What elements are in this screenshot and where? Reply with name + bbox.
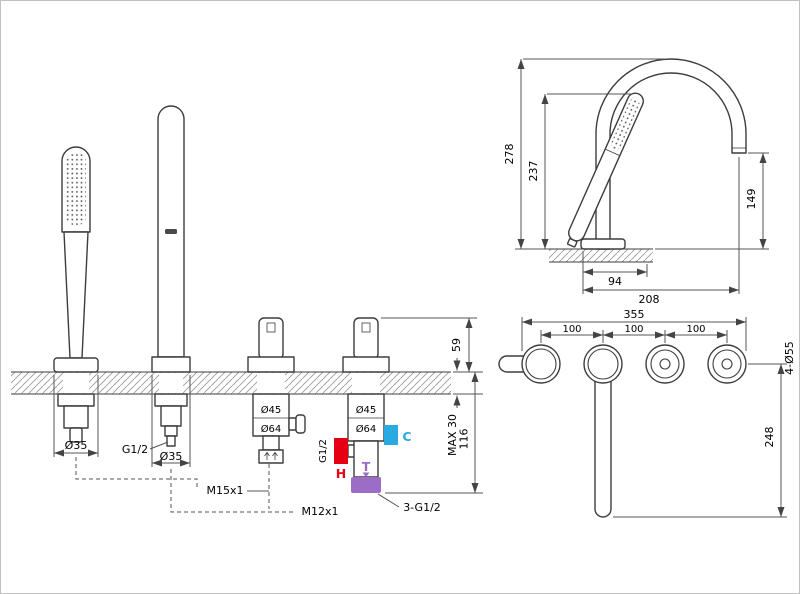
- label-dim-94: 94: [608, 275, 622, 288]
- label-column-diameter: Ø35: [160, 450, 183, 463]
- column-under-body: [160, 405, 182, 427]
- label-dim-100b: 100: [624, 324, 643, 335]
- diverter-body: [252, 393, 290, 437]
- label-dim-149: 149: [745, 189, 758, 210]
- mixer-lower-body: [353, 440, 379, 478]
- mixer-flange: [342, 356, 390, 373]
- label-mixer-d45: Ø45: [356, 404, 377, 416]
- handshower-under-body: [63, 405, 89, 429]
- handshower-side: [566, 92, 644, 248]
- side-dimensions: 278 237 149 94 208: [503, 58, 769, 306]
- top-dimensions: 355 100 100 100 248 4-Ø55: [521, 308, 796, 518]
- label-dim-116: 116: [458, 429, 471, 450]
- diverter-side-cap: [295, 414, 306, 434]
- label-dim-59: 59: [450, 338, 463, 352]
- thread-labels: M15x1 M12x1: [75, 457, 339, 518]
- hose-routing-dashed: [75, 457, 198, 487]
- column-mount-nut: [154, 393, 188, 407]
- hole-circle-4: [707, 344, 747, 384]
- handshower-holder-flange: [53, 357, 99, 373]
- diverter-flange: [247, 356, 295, 373]
- front-view: Ø35 Ø35 G1/2 Ø45 Ø64: [11, 105, 483, 518]
- check-valve-box: [258, 449, 284, 464]
- column-step: [164, 425, 178, 437]
- handle-indicator: [361, 322, 371, 333]
- tub-arrow-icon: [362, 472, 370, 477]
- mixer-handle: [353, 317, 379, 360]
- hole-circle-3: [645, 344, 685, 384]
- label-dim-100c: 100: [686, 324, 705, 335]
- diverter-stem: [262, 435, 280, 451]
- column-flange: [151, 356, 191, 373]
- hot-inlet-box: [334, 438, 348, 464]
- hole-circle-2: [583, 344, 623, 384]
- spout-column-front: [151, 105, 191, 447]
- tub-outlet-box: [351, 477, 381, 493]
- diverter-handle: [258, 317, 284, 360]
- top-view: 355 100 100 100 248 4-Ø55: [498, 308, 796, 518]
- handshower-head-split: [605, 148, 620, 157]
- spout-base-flange: [580, 238, 626, 250]
- bottom-thread-label: 3-G1/2: [377, 493, 441, 514]
- tub-label: T: [362, 459, 371, 474]
- label-diverter-bottom-thread: M15x1: [207, 484, 244, 497]
- mixer-body: [347, 393, 385, 442]
- handshower-mount-nut: [57, 393, 95, 407]
- handle-indicator: [266, 322, 276, 333]
- handshower-hose-stub: [69, 427, 83, 443]
- label-mixer-d64: Ø64: [356, 423, 377, 435]
- label-diverter-d64: Ø64: [261, 423, 282, 435]
- label-bottom-connections: 3-G1/2: [403, 501, 441, 514]
- dim-shower-diameter: Ø35: [53, 375, 99, 457]
- label-mixer-inlet-thread: G1/2: [318, 439, 329, 463]
- deck-cross-section: [11, 371, 451, 395]
- label-diverter-d45: Ø45: [261, 404, 282, 416]
- spout-plan-pipe: [594, 363, 612, 518]
- check-valve-arrows: [264, 451, 278, 460]
- label-dim-237: 237: [527, 161, 540, 182]
- label-shower-diameter: Ø35: [65, 439, 88, 452]
- mixer-valve-front: Ø45 Ø64 G1/2 H C T: [318, 317, 412, 493]
- handshower-tail: [566, 238, 578, 248]
- column-outlet-mark: [165, 229, 177, 234]
- dim-column: Ø35 G1/2: [122, 375, 191, 467]
- label-dim-278: 278: [503, 144, 516, 165]
- label-dim-355: 355: [624, 308, 645, 321]
- diverter-valve-front: Ø45 Ø64: [247, 317, 306, 464]
- hose-routing-dashed-2: [170, 469, 294, 513]
- cold-label: C: [402, 429, 411, 444]
- front-dimensions-right: 59 MAX 30 116: [381, 317, 483, 494]
- label-hose-thread: M12x1: [302, 505, 339, 518]
- label-hole-note: 4-Ø55: [783, 341, 796, 375]
- label-column-thread: G1/2: [122, 443, 148, 456]
- label-dim-208: 208: [639, 293, 660, 306]
- spray-face-dots: [66, 153, 86, 225]
- gooseneck-spout: [595, 58, 747, 250]
- leader-line: [377, 493, 400, 508]
- deck-side: [549, 248, 653, 263]
- label-dim-248: 248: [763, 427, 776, 448]
- diverter-side-port: [288, 417, 297, 431]
- hot-label: H: [336, 466, 346, 481]
- label-dim-max30: MAX 30: [446, 414, 459, 456]
- hole-circle-1: [521, 344, 561, 384]
- cold-inlet-box: [384, 425, 398, 445]
- handshower-front: [53, 146, 99, 443]
- leader-line: [149, 441, 169, 450]
- column-thread-stub: [166, 435, 176, 447]
- handshower-handle: [63, 231, 89, 359]
- side-view: 278 237 149 94 208: [503, 58, 769, 306]
- handshower-side-dots: [610, 98, 640, 150]
- label-dim-100a: 100: [562, 324, 581, 335]
